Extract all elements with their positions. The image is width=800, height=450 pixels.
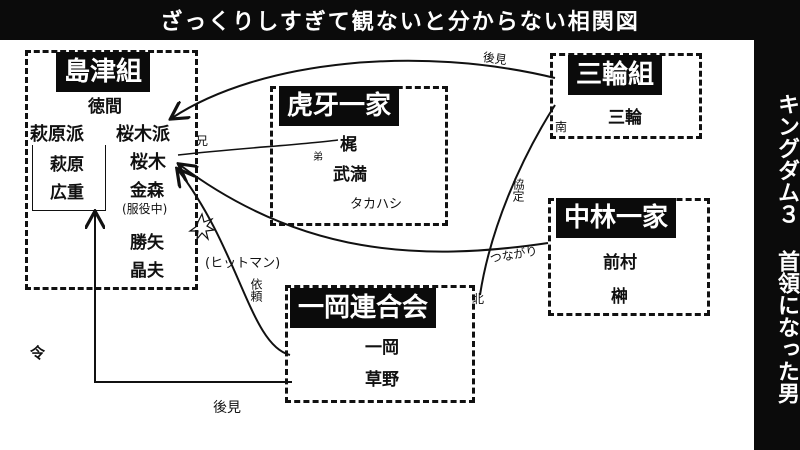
member-katsuya: 勝矢 — [130, 233, 164, 253]
member-hiroshige: 広重 — [50, 183, 84, 203]
faction-sakuragi: 桜木派 — [116, 124, 170, 145]
arrow-ichioka-to-sakuragi — [178, 170, 291, 356]
ichioka-box — [285, 285, 475, 403]
label-irai: 依頼 — [249, 278, 263, 302]
miwa-box — [550, 53, 702, 139]
nakabayashi-name: 中林一家 — [556, 198, 677, 238]
ichioka-name: 一岡連合会 — [290, 288, 437, 328]
note-in-prison: (服役中) — [122, 202, 168, 216]
shimazu-box — [25, 50, 198, 290]
shimazu-boss: 徳間 — [88, 97, 122, 117]
arrow-miwa-to-shimazu — [172, 59, 556, 118]
member-kanamori: 金森 — [130, 181, 164, 201]
member-akio: 晶夫 — [130, 261, 164, 281]
member-maemura: 前村 — [603, 253, 637, 273]
arrow-ichioka-to-hagiwara — [95, 213, 292, 383]
faction-hagiwara: 萩原派 — [30, 124, 84, 145]
miwa-name: 三輪組 — [568, 55, 663, 95]
arrow-nakabayashi-to-sakuragi — [180, 165, 549, 253]
label-minami: 南 — [555, 120, 568, 134]
member-sakuragi: 桜木 — [130, 152, 166, 173]
label-kouken-bottom: 後見 — [213, 400, 241, 416]
label-hitman: (ヒットマン) — [205, 256, 281, 271]
member-kaji: 梶 — [340, 135, 357, 155]
label-kouken-top: 後見 — [481, 50, 508, 68]
label-kita: 北 — [472, 292, 485, 306]
member-miwa: 三輪 — [608, 108, 642, 128]
label-kyoutei: 協定 — [511, 178, 525, 202]
label-rei: 令 — [30, 344, 46, 362]
line-kaji-sakuragi — [177, 139, 339, 156]
member-takemitsu: 武満 — [333, 165, 367, 185]
member-sakaki: 榊 — [611, 287, 628, 307]
label-otouto: 弟 — [313, 152, 323, 163]
label-ani: 兄 — [196, 134, 209, 148]
koga-name: 虎牙一家 — [279, 86, 400, 126]
burst-icon — [188, 212, 216, 241]
member-ichioka: 一岡 — [365, 338, 399, 358]
line-miwa-ichioka — [479, 104, 556, 296]
member-hagiwara: 萩原 — [50, 155, 84, 175]
hagiwara-box — [32, 145, 106, 211]
shimazu-name: 島津組 — [56, 52, 151, 92]
member-takahashi: タカハシ — [350, 197, 403, 212]
side-title: キングダム３ 首領になった男 — [754, 40, 800, 450]
page-title: ざっくりしすぎて観ないと分からない相関図 — [0, 0, 800, 40]
member-kusano: 草野 — [365, 370, 399, 390]
